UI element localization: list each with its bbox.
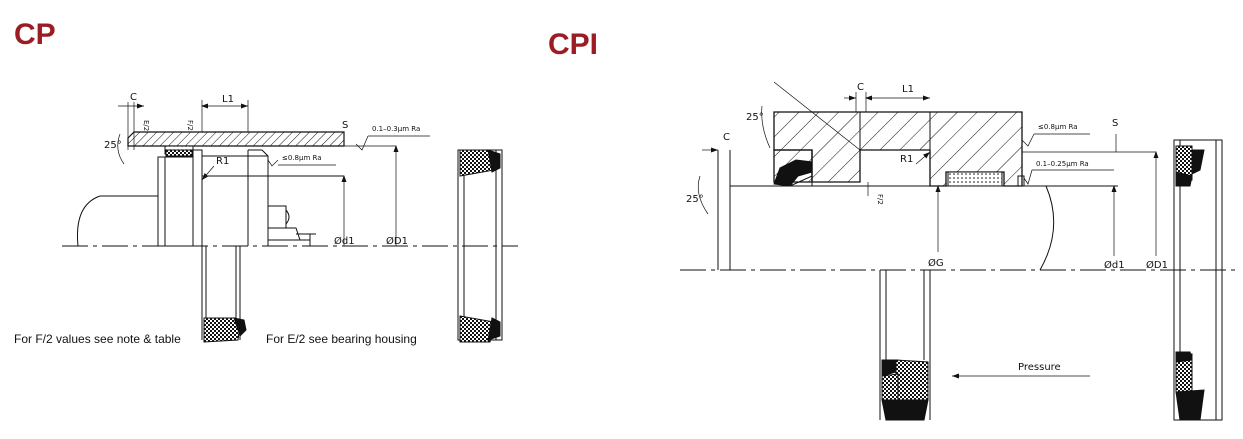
cpi-dim-s: S [1112,118,1118,129]
cpi-dimensions: C L1 25° C 25° R1 F/2 ØG ≤0.8µm Ra 0.1–0… [686,81,1168,379]
cp-bore [201,149,344,246]
cpi-dim-l1: L1 [902,84,914,95]
cpi-ring-section [1173,139,1223,421]
cpi-dim-angle-top: 25° [746,112,764,123]
cpi-dim-angle-left: 25° [686,194,704,205]
cpi-roughness-a: ≤0.8µm Ra [1038,123,1078,131]
cpi-dim-c-top: C [857,82,864,93]
cpi-roughness-b: 0.1–0.25µm Ra [1036,160,1089,168]
cpi-seal-section [879,270,931,421]
cpi-dim-d1: Ød1 [1104,259,1125,271]
cp-shaft [76,149,203,247]
cp-drawing: C E/2 F/2 L1 R1 25° S 0.1–0.3µm Ra ≤0.8µ… [14,92,518,346]
cp-dim-angle: 25° [104,140,122,151]
cp-note-f: For F/2 values see note & table [14,332,181,346]
cpi-dim-g: ØG [928,257,944,269]
cp-dim-D1: ØD1 [386,235,408,247]
cp-dim-r1: R1 [216,156,229,167]
title-cpi: CPI [548,28,598,61]
cpi-drawing: C L1 25° C 25° R1 F/2 ØG ≤0.8µm Ra 0.1–0… [680,81,1238,421]
cpi-dim-c-left: C [723,132,730,143]
cp-dim-e2: E/2 [142,120,150,131]
cpi-dim-D1: ØD1 [1146,259,1168,271]
cpi-dim-r1: R1 [900,154,913,165]
cp-seal-section [201,246,247,343]
cp-dim-l1: L1 [222,94,234,105]
cp-dimensions: C E/2 F/2 L1 R1 25° S 0.1–0.3µm Ra ≤0.8µ… [104,92,430,247]
cpi-dim-f2: F/2 [876,194,884,205]
cp-note-e: For E/2 see bearing housing [266,332,417,346]
cpi-seal [773,159,1025,187]
cpi-pressure-label: Pressure [1018,362,1061,373]
cp-roughness-a: 0.1–0.3µm Ra [372,125,420,133]
cp-housing [127,131,345,157]
cp-dim-f2: F/2 [186,120,194,131]
title-cp: CP [14,18,56,51]
cp-roughness-b: ≤0.8µm Ra [282,154,322,162]
cpi-shaft [717,150,1118,271]
cp-dim-d1: Ød1 [334,235,355,247]
cp-ring-section [457,149,503,343]
cp-dim-c: C [130,92,137,103]
cp-dim-s: S [342,120,348,131]
